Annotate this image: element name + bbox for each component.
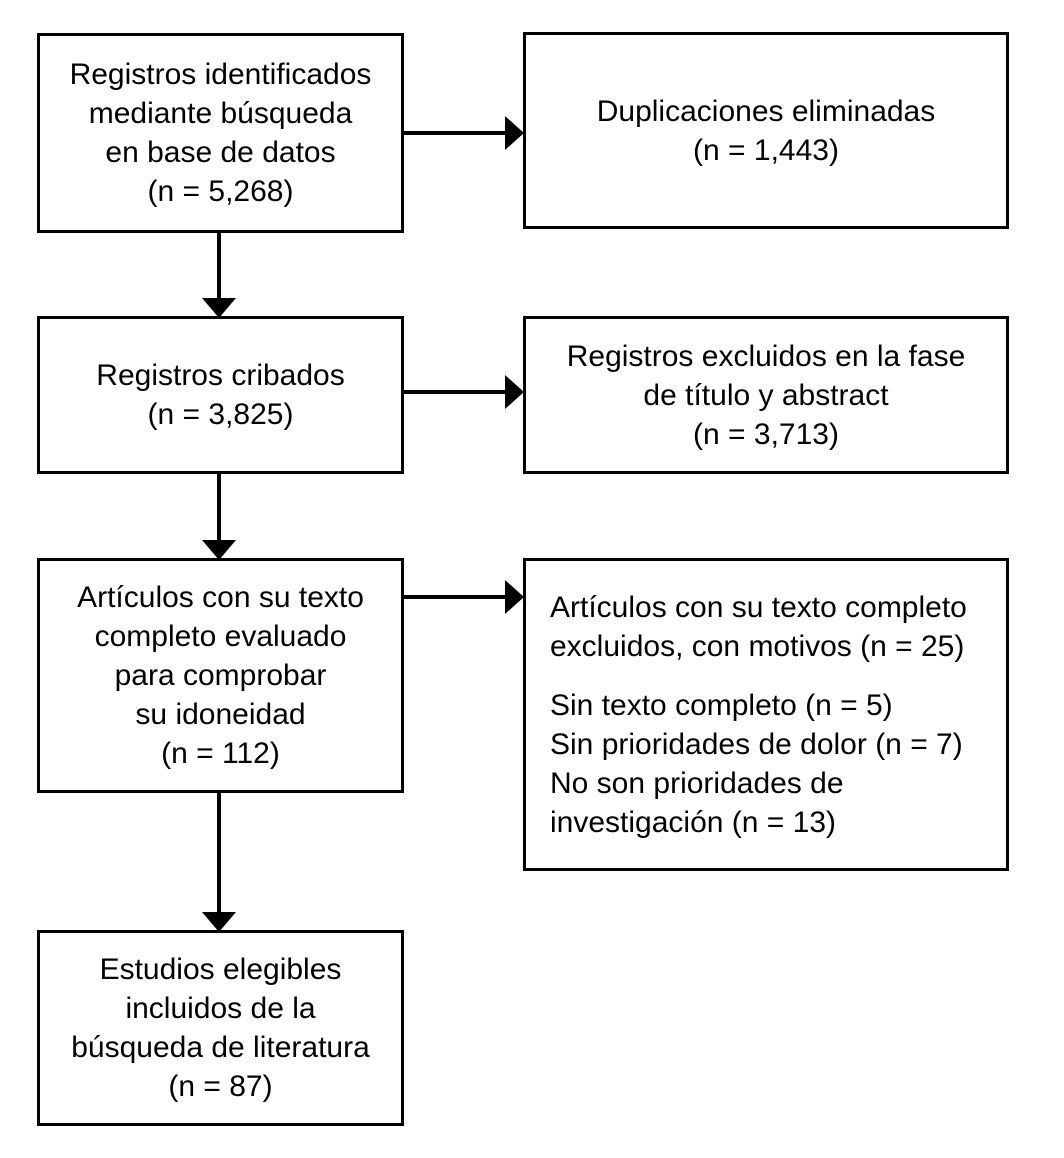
- box-line: de título y abstract: [643, 378, 889, 412]
- arrow-fulltext-to-fulltext-excluded: [404, 580, 524, 614]
- reason-line: Sin prioridades de dolor (n = 7): [550, 727, 963, 761]
- reason-line: No son prioridades de: [550, 766, 844, 800]
- box-count-label: (n = 87): [168, 1070, 273, 1103]
- box-line: completo evaluado: [94, 620, 347, 653]
- arrow-identified-to-duplicates: [404, 116, 524, 150]
- box-count-label: (n = 1,443): [693, 133, 839, 167]
- box-duplicaciones-eliminadas: Duplicaciones eliminadas (n = 1,443): [523, 32, 1009, 229]
- box-registros-cribados: Registros cribados (n = 3,825): [37, 316, 404, 474]
- box-line: Artículos con su texto: [77, 581, 364, 614]
- box-registros-excluidos: Registros excluidos en la fase de título…: [523, 316, 1009, 474]
- arrow-screened-to-screening-excluded: [404, 375, 524, 409]
- box-line: búsqueda de literatura: [71, 1031, 370, 1064]
- arrow-fulltext-to-included: [202, 793, 236, 932]
- arrow-identified-to-screened: [202, 233, 236, 318]
- box-estudios-incluidos: Estudios elegibles incluidos de la búsqu…: [37, 930, 404, 1126]
- box-line: mediante búsqueda: [88, 97, 353, 130]
- box-line: Registros identificados: [69, 58, 372, 91]
- box-line-spacer: [526, 666, 550, 686]
- box-line: Duplicaciones eliminadas: [596, 94, 936, 128]
- box-line: Registros cribados: [96, 359, 345, 392]
- box-line: incluidos de la: [125, 992, 316, 1025]
- box-count-label: (n = 3,713): [693, 417, 839, 451]
- box-count-label: (n = 112): [161, 737, 280, 770]
- box-line: Registros excluidos en la fase: [566, 339, 966, 373]
- box-count-label: (n = 3,825): [147, 398, 294, 431]
- box-line: en base de datos: [105, 136, 336, 169]
- box-line: su idoneidad: [135, 698, 306, 731]
- box-line: Estudios elegibles: [99, 953, 342, 986]
- box-count-label: (n = 5,268): [147, 175, 294, 208]
- box-line: excluidos, con motivos (n = 25): [550, 629, 965, 663]
- reason-line: investigación (n = 13): [550, 805, 836, 839]
- arrow-screened-to-fulltext: [202, 474, 236, 560]
- reason-line: Sin texto completo (n = 5): [550, 688, 893, 722]
- box-articulos-excluidos-motivos: Artículos con su texto completo excluido…: [523, 558, 1009, 871]
- box-articulos-evaluados: Artículos con su texto completo evaluado…: [37, 558, 404, 793]
- box-line: Artículos con su texto completo: [550, 590, 967, 624]
- box-line: para comprobar: [114, 659, 327, 692]
- box-registros-identificados: Registros identificados mediante búsqued…: [37, 33, 404, 233]
